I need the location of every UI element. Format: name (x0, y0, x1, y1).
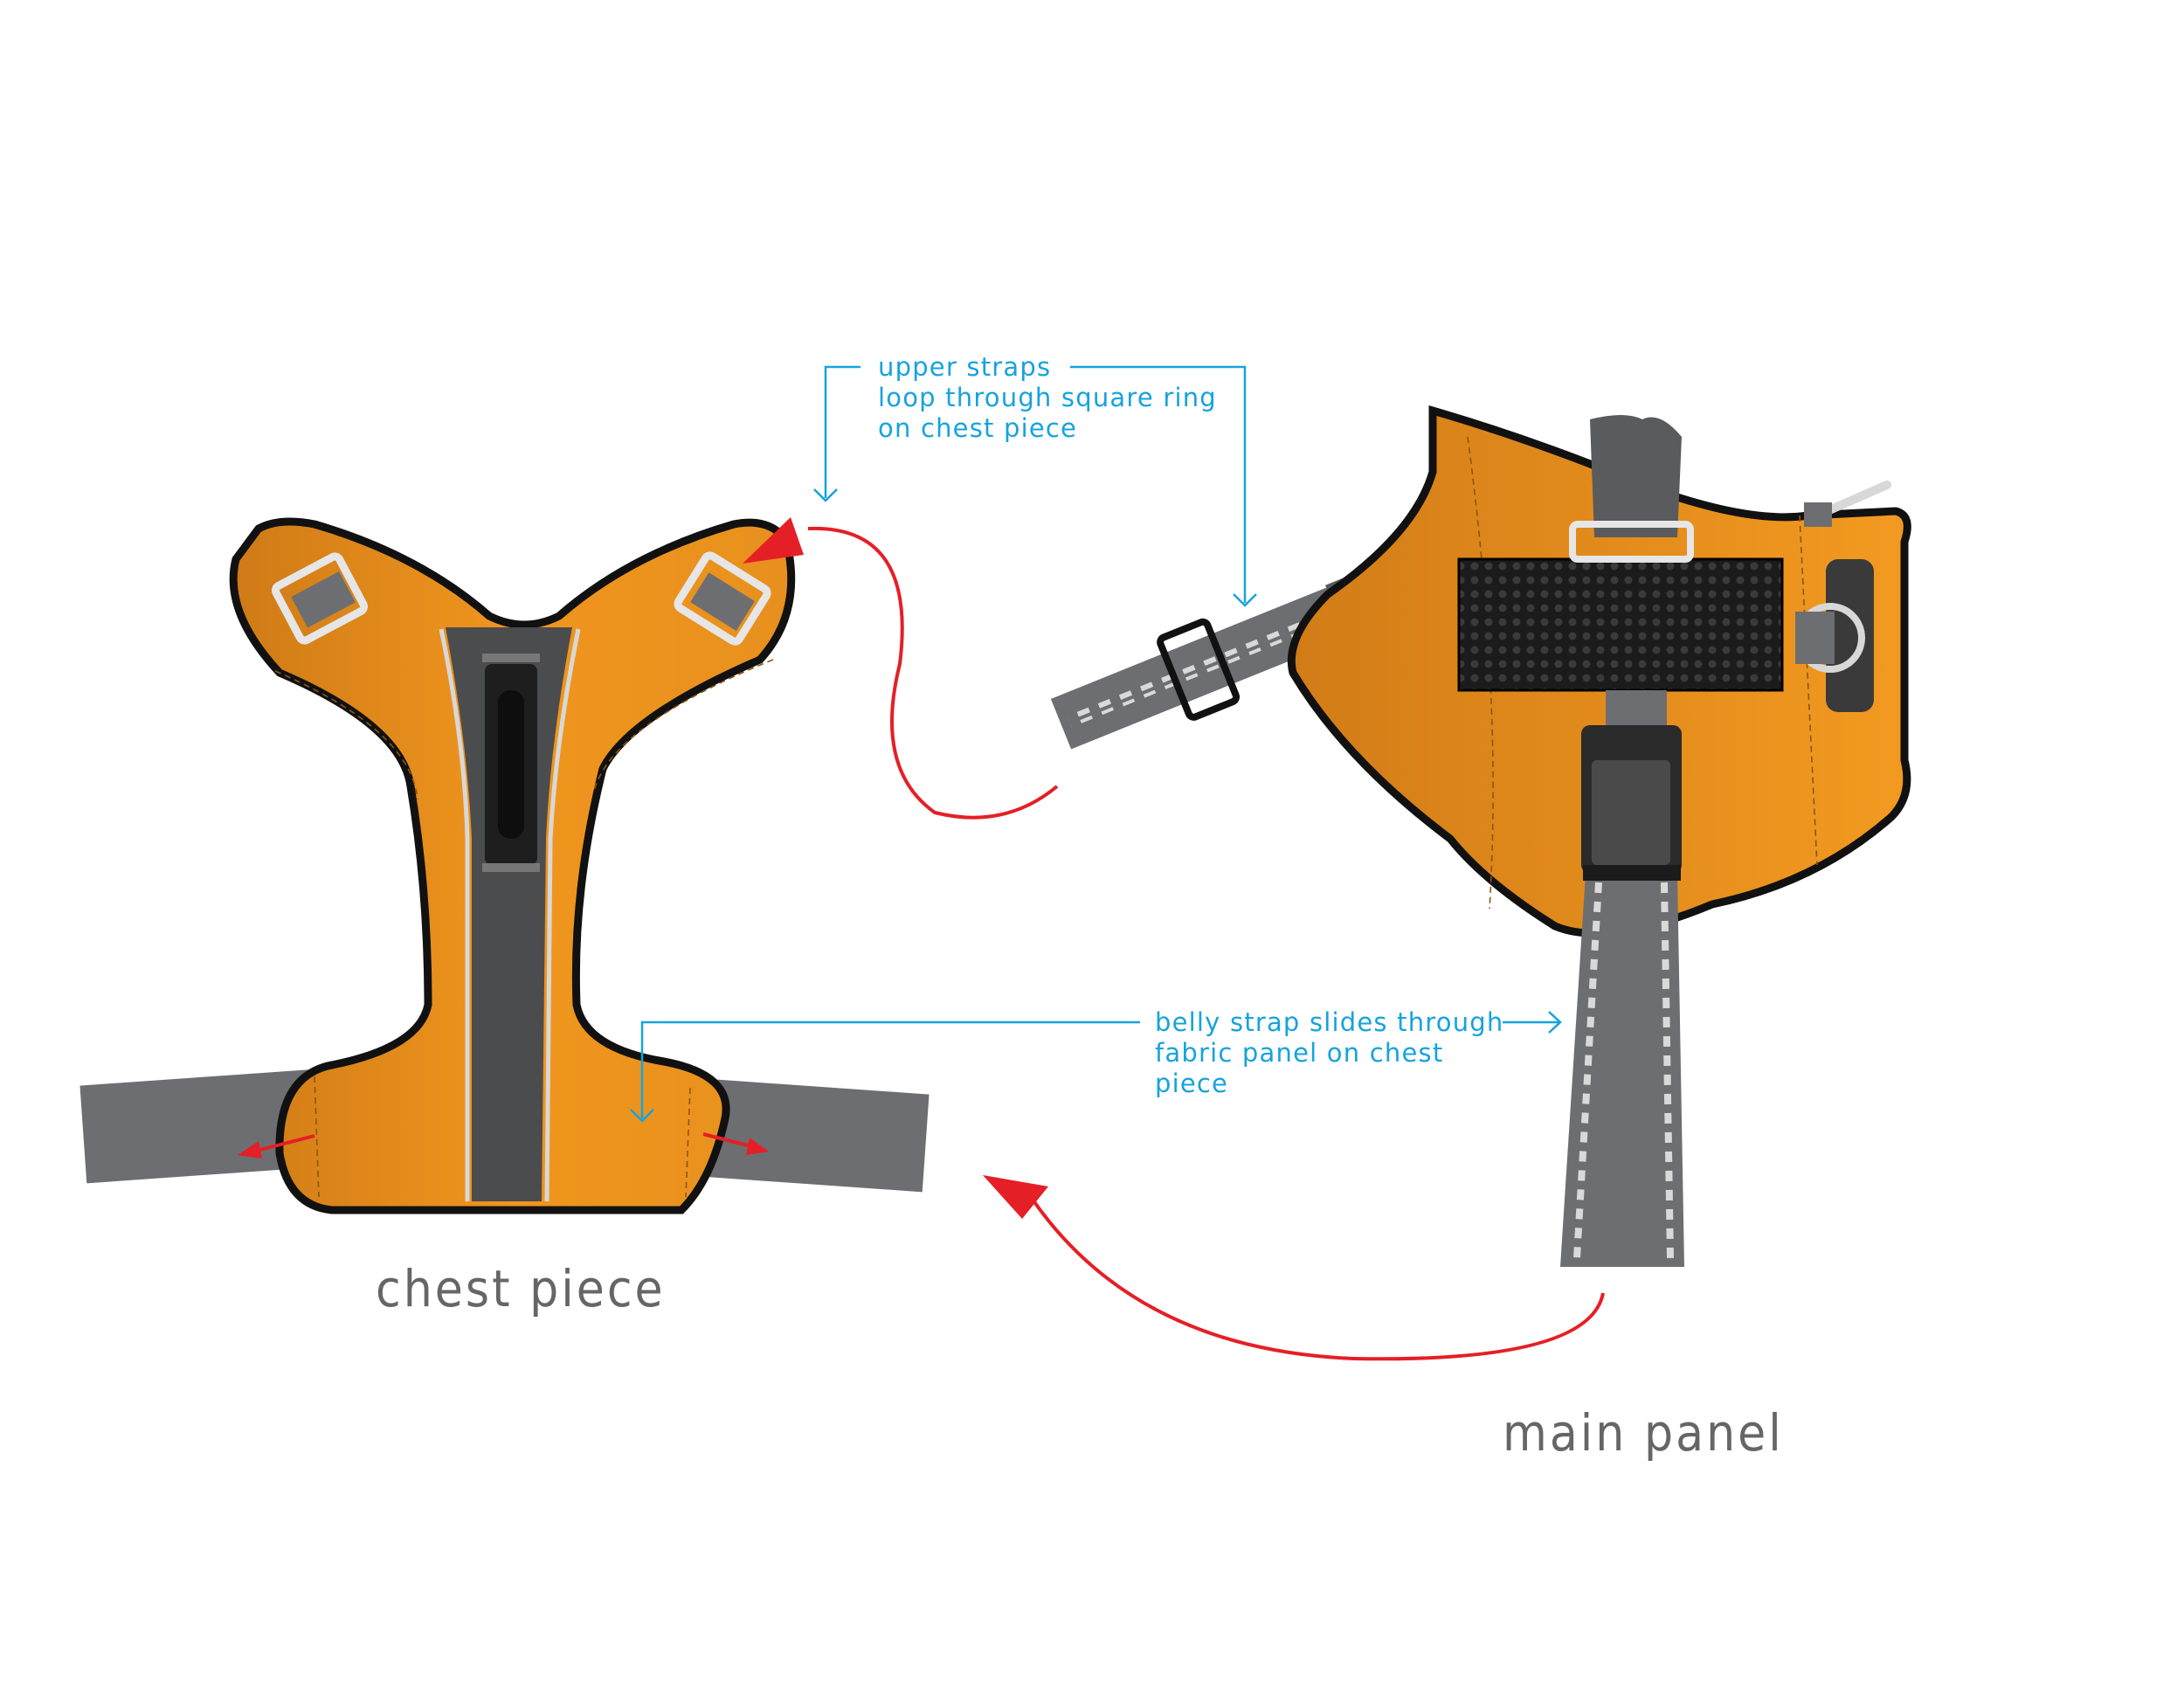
top-handle (1569, 415, 1694, 563)
upper-straps-leader-lines (813, 365, 1257, 607)
belly-strap (1560, 874, 1684, 1267)
upper-straps-callout-line-3: on chest piece (878, 413, 1077, 443)
strap-slider-buckle (1157, 618, 1241, 721)
right-square-ring (674, 551, 771, 646)
chest-piece-caption: chest piece (376, 1259, 666, 1318)
belly-strap-callout-line-1: belly strap slides through (1155, 1007, 1504, 1037)
main-panel-caption: main panel (1503, 1403, 1784, 1463)
chest-center-panel (446, 627, 572, 1201)
belly-strap-callout-line-2: fabric panel on chest (1155, 1038, 1443, 1068)
chest-piece-illustration (79, 517, 930, 1214)
belly-strap-callout-line-3: piece (1155, 1069, 1228, 1098)
d-ring-mount (1826, 559, 1874, 712)
belly-strap-leader-lines (630, 1011, 1562, 1123)
right-stretch-arrow (702, 1132, 769, 1155)
upper-strap-arrow (743, 517, 1059, 820)
upper-straps-callout: upper straps loop through square ring on… (878, 352, 1226, 443)
upper-straps-callout-line-2: loop through square ring (878, 383, 1217, 412)
velcro-patch (1457, 557, 1784, 692)
upper-straps-callout-line-1: upper straps (878, 352, 1051, 382)
left-stretch-arrow (238, 1134, 315, 1159)
belly-strap-callout: belly strap slides through fabric panel … (1155, 1007, 1513, 1098)
belly-strap-arrow (983, 1175, 1605, 1361)
main-panel-illustration (1050, 405, 1911, 1267)
left-square-ring (271, 552, 369, 645)
